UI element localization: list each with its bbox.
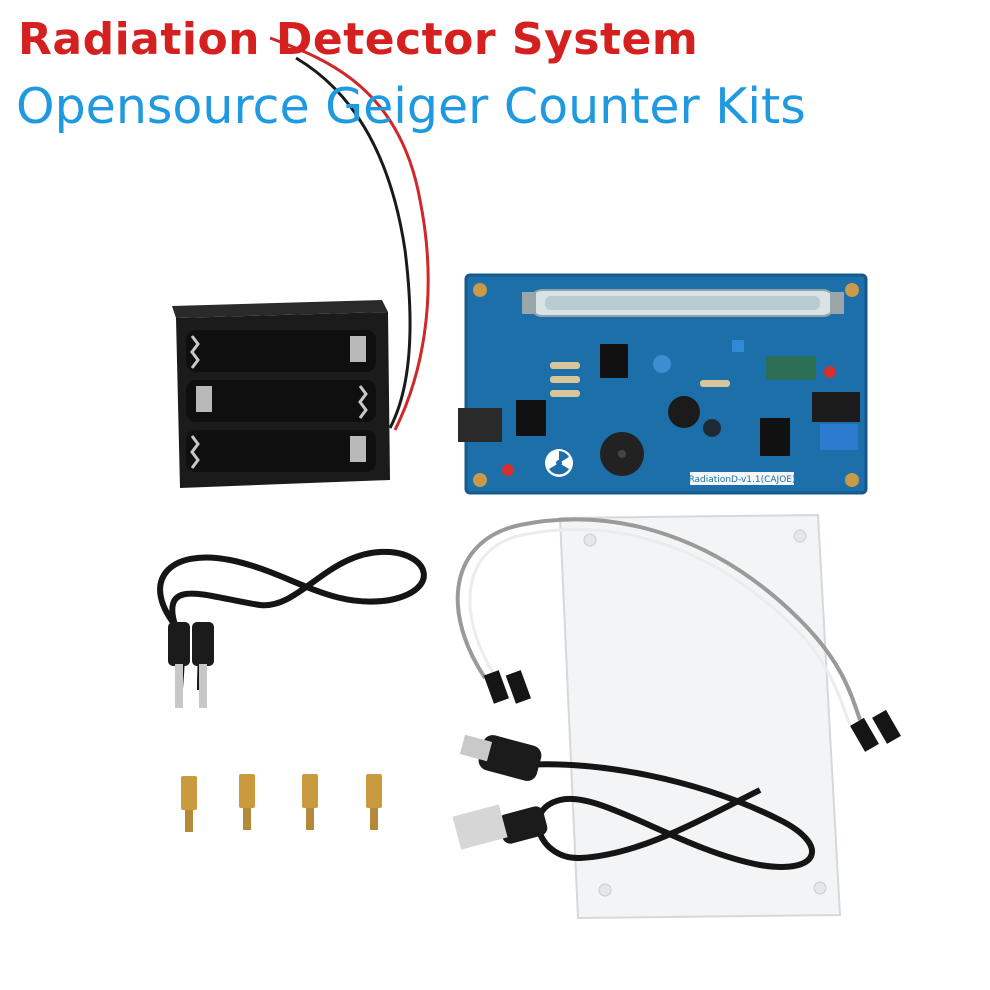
geiger-pcb: RadiationD-v1.1(CAJOE) xyxy=(458,273,868,495)
radiation-symbol-icon xyxy=(545,449,573,477)
brass-standoff-icon xyxy=(239,774,255,830)
brass-standoff-icon xyxy=(302,774,318,830)
product-subtitle: Opensource Geiger Counter Kits xyxy=(16,78,806,135)
usb-cable-icon xyxy=(452,734,815,870)
product-title: Radiation Detector System xyxy=(18,14,699,65)
brass-standoff-icon xyxy=(366,774,382,830)
audio-plugs xyxy=(168,622,214,708)
pcb-silkscreen-label: RadiationD-v1.1(CAJOE) xyxy=(688,475,795,485)
brass-standoffs xyxy=(181,774,382,832)
battery-wires xyxy=(269,36,430,431)
battery-holder-icon xyxy=(172,300,390,488)
brass-standoff-icon xyxy=(181,776,197,832)
geiger-tube-icon xyxy=(522,289,844,317)
jumper-wires-icon xyxy=(455,517,901,752)
